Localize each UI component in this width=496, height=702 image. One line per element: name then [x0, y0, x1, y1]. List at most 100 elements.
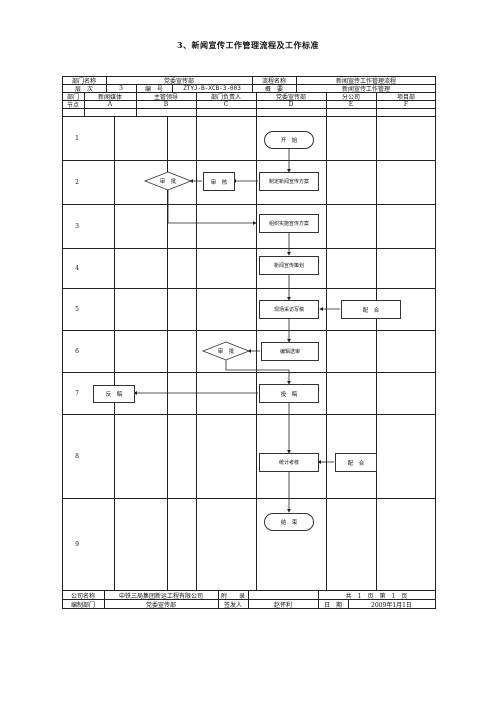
- vline-col-c: [196, 92, 197, 590]
- row-number-1: 1: [75, 134, 79, 142]
- document-title: 3、新闻宣传工作管理流程及工作标准: [176, 40, 320, 50]
- review-diamond-1-shape: [143, 171, 193, 191]
- process-name-value: 新闻宣传工作管理流程: [335, 78, 396, 84]
- hline-row-2: [62, 204, 436, 205]
- level-value: 3: [119, 85, 123, 92]
- review-diamond-2-shape: [201, 341, 251, 361]
- summary-value: 新闻宣传工作管理: [341, 86, 390, 92]
- hline-row-9: [62, 590, 436, 591]
- dept-label: 部门: [66, 94, 79, 100]
- review-diamond-2: 审 批: [217, 349, 235, 355]
- code-value: ZTYJ-B-XCB-3-003: [183, 85, 241, 92]
- footer-vline-7: [435, 590, 436, 609]
- news-planning-node: 新闻宣传策划: [259, 256, 319, 275]
- dept-name-value: 党委宣传部: [163, 78, 194, 84]
- border-left: [62, 76, 63, 590]
- statistics-node: 统计考核: [259, 453, 319, 472]
- row-number-2: 2: [75, 178, 79, 186]
- company-label: 公司名称: [70, 592, 95, 600]
- edit-dept-label: 编制部门: [70, 601, 95, 609]
- start-node: 开 始: [264, 131, 314, 149]
- edit-dept-value: 党委宣传部: [145, 601, 176, 609]
- row-number-8: 8: [75, 452, 79, 460]
- col-dept-c: 部门负责人: [210, 94, 241, 100]
- footer-vline-3: [248, 590, 249, 609]
- row-number-9: 9: [75, 540, 79, 548]
- summary-label: 概 要: [264, 86, 283, 92]
- issuer-label: 签发人: [223, 601, 242, 609]
- issuer-value: 赵怀利: [273, 601, 292, 609]
- col-letter-e: E: [348, 101, 354, 108]
- arrow-review-to-organize: [167, 190, 257, 225]
- hline-row-5: [62, 330, 436, 331]
- row-number-7: 7: [75, 389, 79, 397]
- row-number-3: 3: [75, 222, 79, 230]
- feedback-node: 反 稿: [93, 385, 135, 403]
- organize-plan-node: 组织实施宣传方案: [259, 214, 319, 233]
- col-dept-b: 主管领导: [153, 94, 178, 100]
- company-value: 中铁三局集团新运工程有限公司: [118, 592, 203, 600]
- dept-name-label: 部门名称: [71, 78, 96, 84]
- vline-h5: [172, 84, 173, 92]
- footer-vline-1: [104, 590, 105, 609]
- code-label: 编 号: [144, 86, 163, 92]
- cooperate-node-2: 配 合: [335, 453, 377, 472]
- review-diamond-1: 审 批: [159, 179, 177, 185]
- header-border-top: [62, 76, 436, 77]
- date-label: 日 期: [323, 601, 342, 609]
- footer-vline-2: [218, 590, 219, 609]
- submit-node: 投 稿: [259, 384, 319, 403]
- header-line-2: [62, 92, 436, 93]
- col-dept-d: 党委宣传部: [275, 94, 306, 100]
- col-letter-f: F: [403, 101, 409, 108]
- footer-vline-4: [318, 590, 319, 609]
- cooperate-node-1: 配 合: [341, 300, 401, 319]
- vline-h3: [296, 76, 297, 92]
- col-letter-b: B: [163, 101, 169, 108]
- row-number-4: 4: [75, 264, 79, 272]
- vline-h2: [252, 76, 253, 92]
- row-number-6: 6: [75, 347, 79, 355]
- header-line-1: [62, 84, 436, 85]
- footer-vline-0: [62, 590, 63, 609]
- audit-node: 审 核: [203, 172, 235, 191]
- hline-row-3: [62, 248, 436, 249]
- attachment-label: 附 录: [220, 592, 245, 600]
- header-line-5: [62, 116, 436, 117]
- date-value: 2009年1月1日: [371, 601, 412, 609]
- hline-row-7: [62, 414, 436, 415]
- attachment-value: [248, 591, 318, 599]
- level-label: 层 次: [74, 86, 93, 92]
- vline-h6: [84, 92, 85, 116]
- edit-send-node: 编辑送审: [261, 342, 319, 361]
- col-dept-e: 分公司: [341, 94, 360, 100]
- vline-h1: [106, 76, 107, 92]
- col-letter-d: D: [288, 101, 294, 108]
- process-name-label: 流程名称: [261, 78, 286, 84]
- draft-plan-node: 制定新闻宣传方案: [259, 172, 319, 191]
- col-dept-f: 项目部: [396, 94, 415, 100]
- header-line-4: [62, 108, 436, 109]
- header-line-3: [62, 100, 436, 101]
- node-label: 节点: [66, 102, 79, 108]
- footer-line-2: [62, 608, 436, 609]
- interview-node: 现场采访写稿: [259, 300, 319, 319]
- footer-vline-5: [348, 599, 349, 609]
- row-number-5: 5: [75, 305, 79, 313]
- vline-h4: [136, 84, 137, 92]
- end-node: 结 束: [264, 513, 314, 531]
- border-right: [435, 76, 436, 590]
- col-letter-c: C: [223, 101, 229, 108]
- vline-node: [114, 116, 115, 590]
- col-letter-a: A: [107, 101, 113, 108]
- vline-col-b: [167, 116, 168, 590]
- hline-row-4: [62, 288, 436, 289]
- vline-col-e: [326, 92, 327, 590]
- vline-col-f: [376, 92, 377, 590]
- arrow-review-to-submit: [225, 360, 291, 385]
- footer-line-1: [62, 599, 436, 600]
- vline-col-d: [256, 92, 257, 590]
- col-dept-a: 新闻媒体: [97, 94, 122, 100]
- hline-row-1: [62, 160, 436, 161]
